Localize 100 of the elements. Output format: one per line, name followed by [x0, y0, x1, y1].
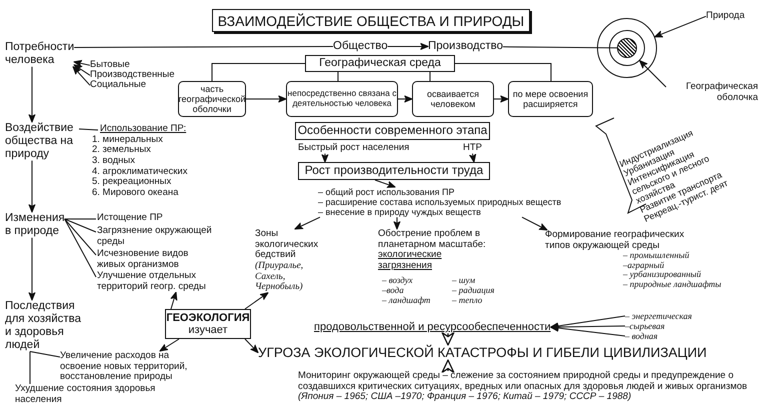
list-item: – радиация: [452, 284, 494, 295]
process-box: Особенности современного этапа: [295, 122, 490, 140]
rounded-box: непосредственно связана с деятельностью человека: [286, 81, 398, 117]
text-label: Увеличение расходов на освоение новых территорий, восстановление природы: [60, 351, 210, 383]
connector-line: [64, 218, 96, 278]
text-label: Исчезновение видов живых организмов: [97, 249, 209, 270]
arrow: [469, 153, 476, 163]
heading: Зоны экологических бедствий: [255, 229, 320, 261]
text-label: Воздействие общества на природу: [5, 122, 87, 161]
process-box: Географическая среда: [305, 55, 455, 72]
list-item: (Приуралье, Сахель, Чернобыль): [255, 260, 304, 293]
list-item: – урбанизированный: [623, 270, 701, 280]
list-item: – воздух: [382, 274, 413, 285]
connector-line: [454, 63, 552, 82]
list-item: – природные ландшафты: [623, 280, 722, 290]
arrow: [73, 60, 90, 67]
heading: Формирование географических типов окружающей среды: [545, 230, 686, 252]
text-label: УГРОЗА ЭКОЛОГИЧЕСКОЙ КАТАСТРОФЫ И ГИБЕЛИ ЦИВИЛИЗАЦИИ: [258, 345, 707, 360]
arrow: [244, 338, 259, 354]
connector-line: [78, 128, 98, 130]
list-item: –вода: [382, 284, 404, 295]
arrow: [170, 291, 178, 310]
arrow: [550, 323, 626, 331]
text-label: Производство: [428, 40, 503, 53]
connector-line: [64, 218, 96, 220]
arrow: [73, 64, 90, 76]
connector-line: [502, 46, 618, 48]
list-item: 6. Мирового океана: [92, 188, 178, 198]
list-item: экологические загрязнения: [378, 250, 443, 272]
arrow: [522, 216, 548, 231]
arrow: [442, 332, 454, 346]
arrow: [72, 66, 90, 86]
arrow: [398, 95, 413, 103]
text-label: Географическая оболочка: [666, 82, 758, 104]
arrow: [654, 16, 706, 38]
hatched-core: [617, 38, 637, 58]
text-label: Загрязнение окружающей среды: [97, 226, 215, 248]
arrow: [244, 292, 269, 310]
heading: Использование ПР:: [100, 124, 186, 135]
text-label: Бытовые: [90, 60, 130, 71]
rounded-box: осваивается человеком: [412, 81, 494, 117]
arrow: [28, 66, 36, 123]
heading: Обострение проблем в планетарном масштабе:: [378, 229, 487, 250]
process-box: Рост производительности труда: [298, 162, 490, 180]
arrow: [159, 338, 180, 352]
connector-line: [30, 351, 60, 358]
arrow: [321, 153, 329, 163]
text-label: Потребности человека: [5, 41, 74, 67]
title-banner: ВЗАИМОДЕЙСТВИЕ ОБЩЕСТВА И ПРИРОДЫ: [212, 9, 530, 32]
text-label: –сырьевая: [625, 321, 665, 332]
text-label: Истощение ПР: [97, 213, 215, 224]
connector-line: [74, 46, 334, 48]
process-box: [165, 309, 251, 339]
text-label: – водная: [625, 331, 658, 342]
text-label: Общество: [333, 40, 388, 53]
arrow: [442, 359, 454, 374]
text-label: Природа: [706, 11, 745, 22]
arrow: [550, 316, 626, 330]
arrow: [374, 180, 396, 188]
arrow: [28, 237, 36, 301]
text-label: Ухудшение состояния здоровья населения: [15, 384, 175, 406]
text-label: – энергетическая: [625, 311, 692, 322]
list-item: – тепло: [452, 294, 482, 305]
list-item: 5. рекреационных: [92, 177, 172, 188]
inner-ring: [609, 30, 645, 66]
box-title: ГЕОЭКОЛОГИЯ: [166, 312, 250, 324]
arrow: [387, 42, 429, 50]
list-item: 3. водных: [92, 156, 135, 166]
outer-ring: [597, 18, 657, 78]
arrow: [294, 216, 320, 230]
text-label: Последствия для хозяйства и здоровья людей: [5, 300, 85, 352]
text-label: Изменения в природе: [5, 212, 65, 238]
arrow: [639, 60, 666, 88]
list-item: – ландшафт: [382, 294, 430, 305]
list-item: 4. агроклиматических: [92, 166, 188, 178]
connector-line: [64, 218, 96, 232]
arrow: [550, 324, 626, 337]
text-label: Мониторинг окружающей среды – слежение за состоянием природной среды и предупреждение о создавшихся критических ситуациях, вредных или опасных для здоровья людей и живых организмов (Япония – 1965; США –1970; Франция – 1976; Китай – 1979; СССР – 1988): [298, 371, 760, 403]
rounded-box: часть географической оболочки: [178, 81, 246, 117]
list-item: – шум: [452, 274, 476, 285]
connector-line: [64, 218, 96, 256]
text-label: Социальные: [90, 80, 146, 91]
arrow: [28, 160, 36, 213]
list-item: – внесение в природу чуждых веществ: [318, 207, 481, 218]
box-subtitle: изучает: [188, 324, 228, 336]
text-label: Улучшение отдельных территорий геогр. среды: [97, 271, 222, 292]
list-item: 2. земельных: [92, 145, 151, 156]
list-item: – промышленный: [623, 251, 690, 261]
list-item: 1. минеральных: [92, 134, 163, 145]
arrow: [393, 216, 401, 230]
list-item: –аграрный: [623, 260, 664, 270]
arrow: [246, 95, 287, 103]
rounded-box: по мере освоения расширяется: [508, 81, 593, 117]
text-label: Быстрый рост населения: [298, 143, 410, 154]
list-item: – расширение состава используемых природных веществ: [318, 197, 562, 208]
text-label: Производственные: [90, 70, 175, 81]
text-label: НТР: [463, 143, 482, 154]
list-item: – общий рост использования ПР: [318, 187, 454, 198]
connector-line: [212, 63, 306, 82]
text-label: продовольственной и ресурсообеспеченности: [314, 321, 551, 334]
